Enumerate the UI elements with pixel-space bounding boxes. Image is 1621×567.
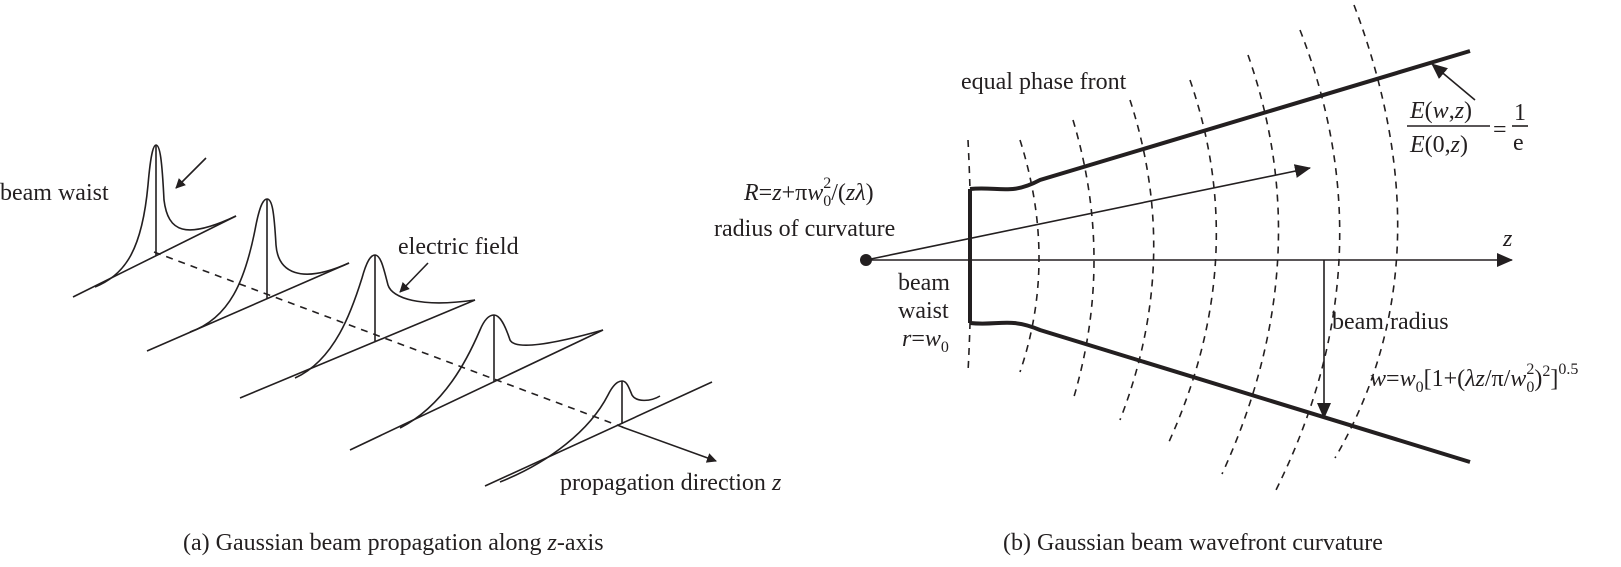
panel-a-caption: (a) Gaussian beam propagation along z-ax… (183, 530, 604, 556)
beam-waist-label: beam waist (0, 180, 109, 206)
beam-envelope-upper (969, 49, 1471, 192)
gaussian-profile-3 (239, 254, 476, 399)
gaussian-profile-1 (72, 144, 237, 298)
gaussian-profile-4 (349, 314, 604, 451)
efield-ratio-formula: E(w,z) E(0,z) = 1 e (1407, 98, 1528, 158)
panel-a-diagram: beam waist electric field propagation di… (0, 144, 782, 556)
radius-of-curvature-label: radius of curvature (714, 216, 895, 242)
propagation-arrow (621, 426, 717, 463)
svg-text:E(w,z): E(w,z) (1409, 98, 1472, 124)
radius-of-curvature-arrow (865, 164, 1311, 261)
panel-b-caption: (b) Gaussian beam wavefront curvature (1003, 530, 1383, 556)
beam-envelope-lower (969, 320, 1471, 464)
propagation-axis-dashed (153, 251, 626, 429)
beam-radius-label: beam radius (1332, 309, 1449, 335)
equal-phase-front-label: equal phase front (961, 69, 1127, 95)
z-axis-label: z (1502, 226, 1513, 252)
propagation-direction-label: propagation direction z (560, 470, 782, 496)
beam-waist-pointer-arrow (175, 157, 207, 189)
r-formula: r=w0 (902, 326, 949, 356)
one-over-e-pointer-arrow (1431, 63, 1476, 101)
panel-b-diagram: equal phase front R=z+πw02/(zλ) radius o… (714, 4, 1578, 556)
electric-field-label: electric field (398, 234, 519, 260)
svg-text:E(0,z): E(0,z) (1409, 132, 1468, 158)
svg-text:=: = (1493, 117, 1507, 143)
svg-text:e: e (1513, 130, 1524, 156)
beam-label: beam (898, 270, 950, 296)
electric-field-pointer-arrow (399, 262, 429, 293)
waist-label: waist (898, 298, 949, 324)
gaussian-profile-5 (484, 380, 713, 487)
w-formula: w=w0[1+(λz/π/w02)2]0.5 (1370, 361, 1578, 396)
gaussian-profile-2 (146, 198, 350, 352)
radius-formula: R=z+πw02/(zλ) (743, 175, 874, 210)
svg-text:1: 1 (1514, 100, 1526, 126)
